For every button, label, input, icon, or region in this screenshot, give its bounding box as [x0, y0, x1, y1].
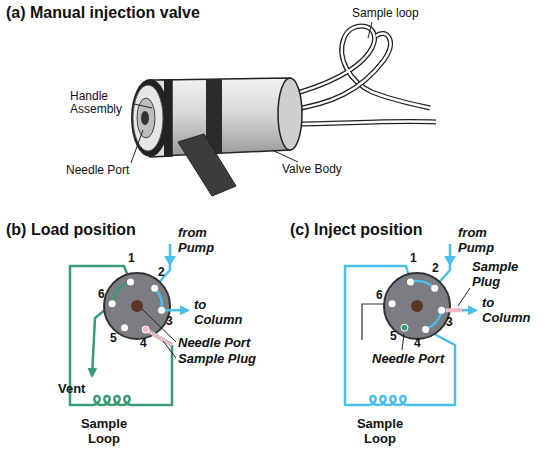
drawing-part: [272, 150, 298, 162]
drawing-part: [158, 307, 165, 314]
port-number: 6: [376, 289, 383, 302]
part-label: Needle Port: [372, 352, 444, 367]
drawing-part: [127, 279, 134, 286]
drawing-part: [121, 324, 128, 331]
port-number: 5: [110, 332, 117, 345]
drawing-part: [422, 326, 429, 333]
drawing-part: [163, 341, 176, 358]
drawing-part: [278, 78, 302, 150]
drawing-part: [151, 285, 158, 292]
valve-illustration: [131, 22, 436, 196]
drawing-part: [368, 22, 372, 38]
drawing-part: [134, 104, 152, 108]
loop-label: Sample Loop: [352, 417, 408, 446]
port-number: 3: [446, 316, 453, 329]
part-label: Sample Plug: [178, 352, 256, 367]
drawing-part: [411, 300, 423, 312]
inject-valve-schematic: [345, 244, 476, 405]
loop-label: Sample Loop: [76, 417, 132, 446]
drawing-part: [142, 309, 176, 342]
flow-label: to Column: [194, 298, 250, 327]
port-number: 1: [410, 252, 417, 265]
drawing-part: [178, 134, 236, 196]
port-number: 4: [140, 337, 147, 350]
port-number: 1: [128, 252, 135, 265]
drawing-part: [438, 307, 445, 314]
drawing-part: [411, 281, 435, 288]
drawing-part: [146, 330, 172, 346]
drawing-part: [389, 300, 396, 307]
drawing-part: [426, 310, 476, 329]
part-label: Valve Body: [282, 163, 342, 176]
drawing-part: [431, 285, 438, 292]
flow-label: from Pump: [458, 226, 502, 255]
drawing-part: [131, 300, 143, 312]
drawing-part: [458, 288, 470, 306]
drawing-part: [155, 288, 188, 310]
port-number: 4: [414, 337, 421, 350]
drawing-part: [164, 256, 176, 266]
panel-title: (c) Inject position: [290, 221, 422, 239]
drawing-part: [104, 273, 170, 339]
part-label: Needle Port: [178, 336, 250, 351]
part-label: Sample loop: [352, 7, 419, 20]
drawing-part: [133, 85, 163, 151]
drawing-part: [292, 121, 436, 124]
drawing-part: [402, 334, 404, 350]
drawing-part: [137, 98, 155, 138]
drawing-part: [141, 111, 149, 125]
drawing-part: [290, 33, 390, 110]
vent-label: Vent: [58, 382, 85, 397]
drawing-part: [286, 26, 430, 108]
panel-title: (a) Manual injection valve: [6, 4, 200, 22]
part-label: Handle Assembly: [70, 90, 132, 117]
drawing-part: [345, 266, 455, 405]
drawing-part: [292, 121, 436, 124]
drawing-part: [286, 26, 430, 108]
port-number: 2: [158, 266, 165, 279]
load-valve-schematic: [70, 244, 188, 405]
drawing-part: [142, 326, 149, 333]
drawing-part: [146, 330, 172, 346]
port-number: 6: [98, 288, 105, 301]
port-number: 2: [432, 262, 439, 275]
port-number: 5: [390, 330, 397, 343]
drawing-part: [407, 279, 414, 286]
drawing-part: [401, 324, 408, 331]
port-number: 3: [166, 315, 173, 328]
drawing-part: [131, 79, 169, 157]
flow-label: from Pump: [178, 226, 222, 255]
drawing-part: [112, 282, 130, 304]
drawing-part: [131, 130, 143, 163]
part-label: Needle Port: [66, 164, 129, 177]
drawing-part: [446, 308, 462, 312]
flow-label: to Column: [482, 296, 538, 325]
drawing-part: [290, 33, 390, 110]
flow-label: Sample Plug: [472, 260, 528, 289]
panel-title: (b) Load position: [6, 221, 136, 239]
drawing-part: [109, 300, 116, 307]
drawing-part: [444, 256, 456, 266]
